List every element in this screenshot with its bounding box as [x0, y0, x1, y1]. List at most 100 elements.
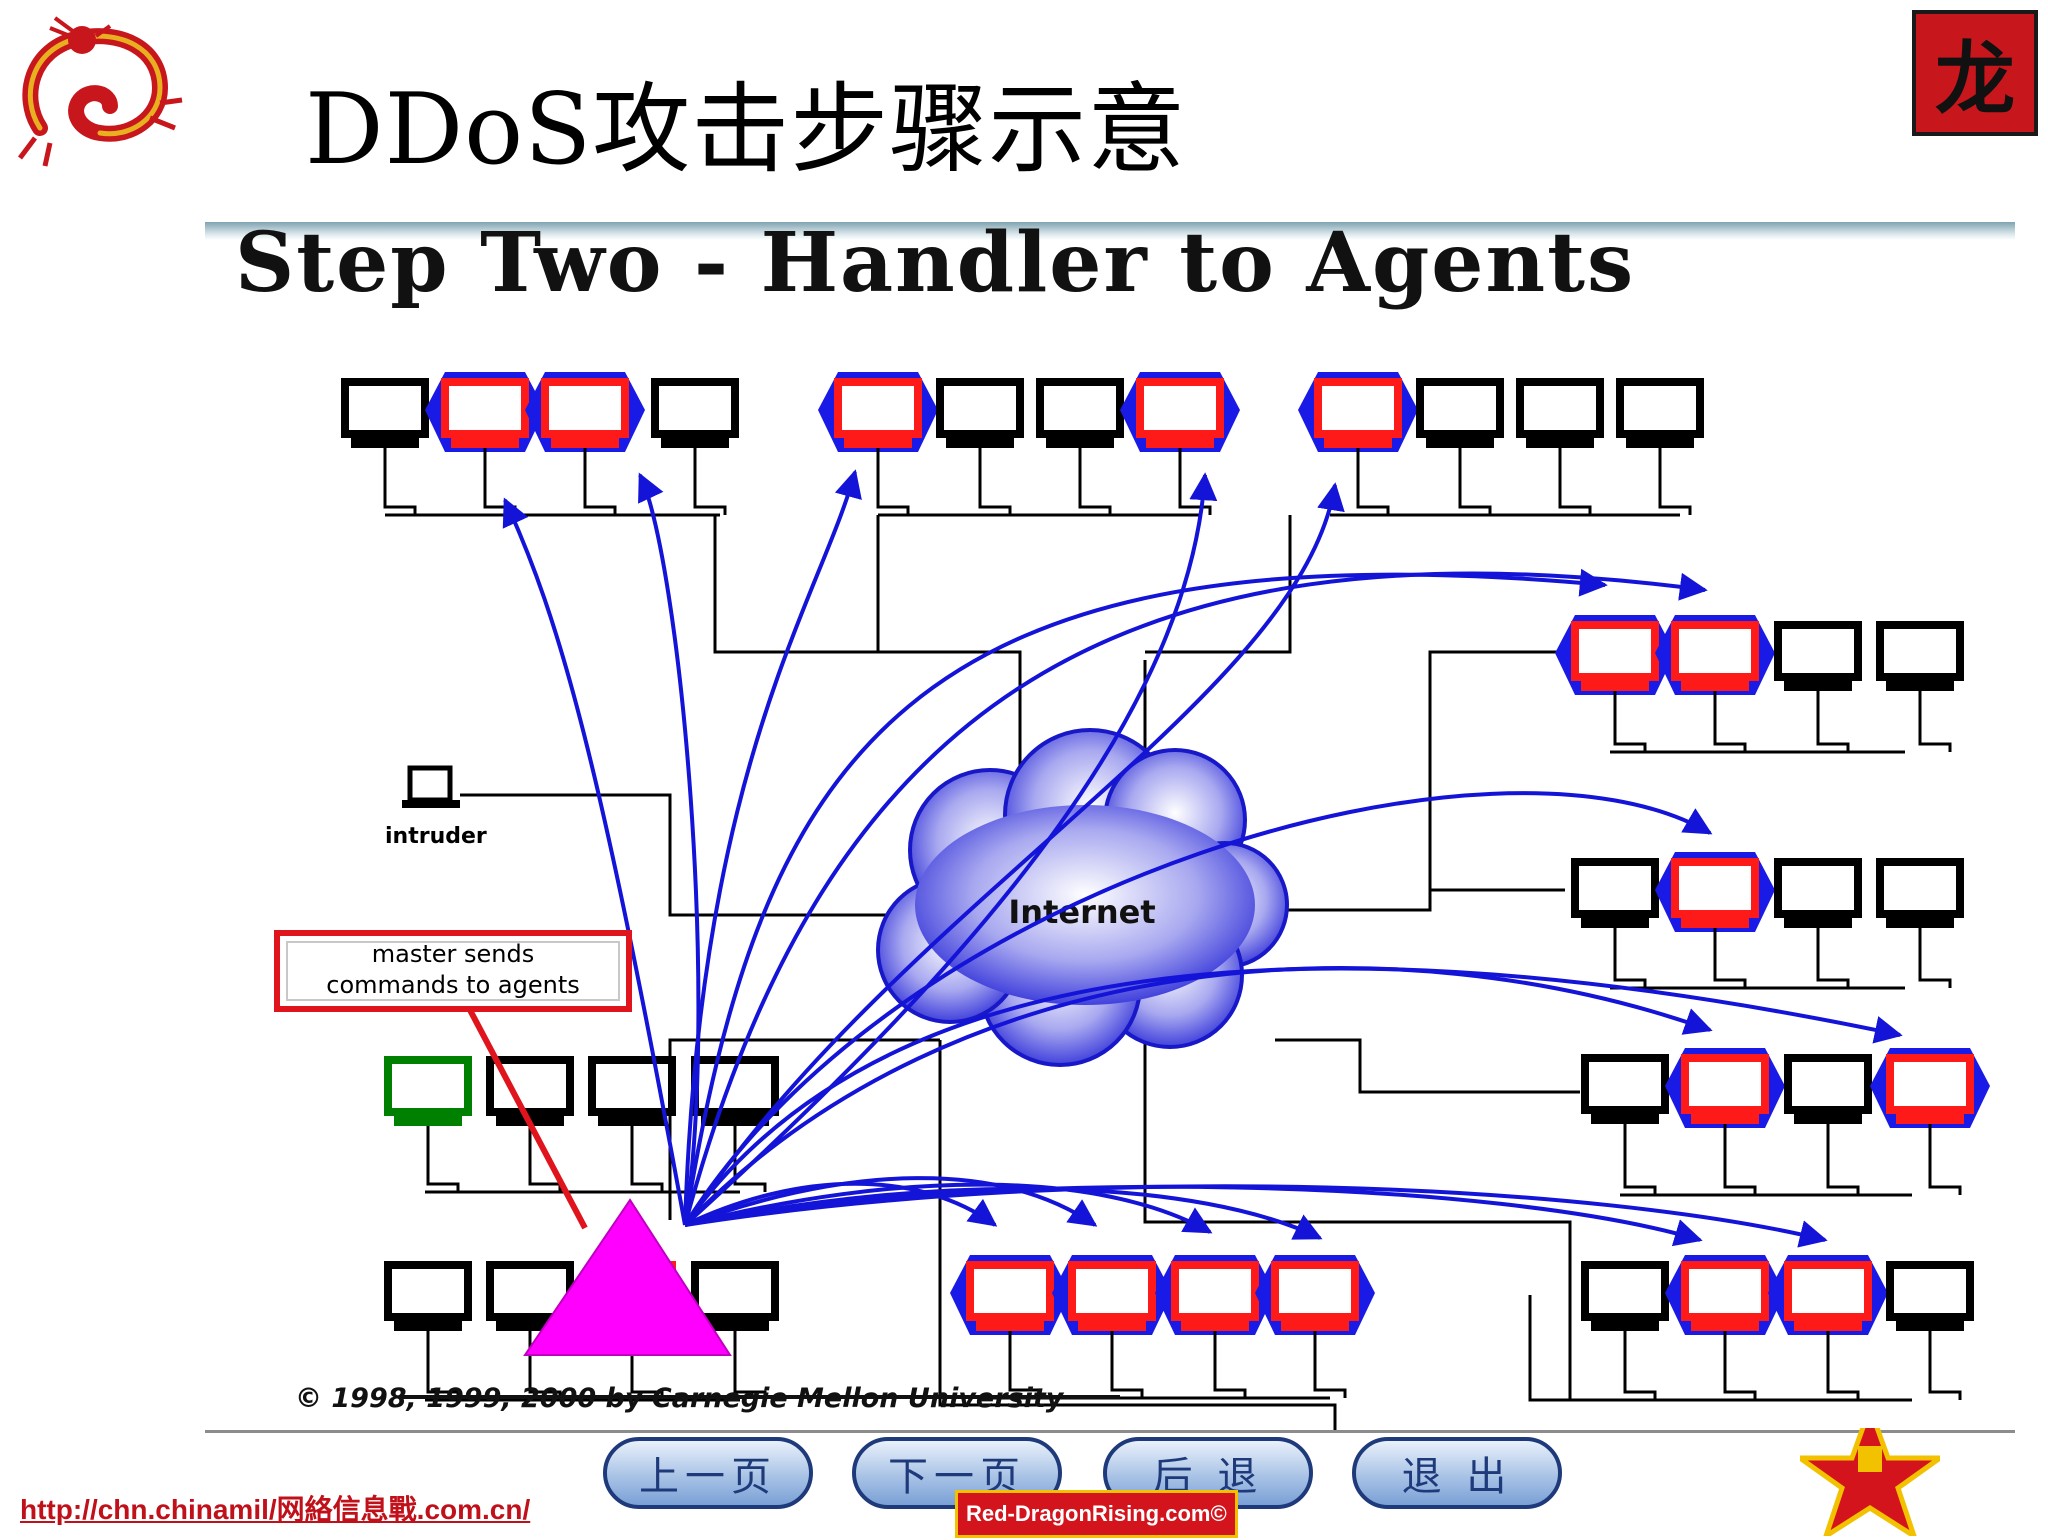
cloud-icon	[876, 728, 1289, 1067]
agent-computer	[1298, 372, 1418, 482]
command-arrow	[683, 571, 1708, 1226]
computer	[1571, 858, 1659, 962]
computer	[1416, 378, 1504, 482]
agent-computer	[1768, 1255, 1888, 1365]
agent-computer	[1120, 372, 1240, 482]
agent-computer	[425, 372, 545, 482]
callout-line-1: master sends	[372, 940, 534, 968]
computer-icon	[1876, 621, 1964, 691]
computer-icon	[384, 1261, 472, 1331]
computer-icon	[541, 378, 629, 448]
agent-computer	[1655, 852, 1775, 962]
agent-computer	[1665, 1255, 1785, 1365]
dragon-logo	[10, 8, 195, 173]
computer-icon	[384, 1056, 472, 1126]
master-handler-marker	[523, 1198, 732, 1356]
computers	[341, 372, 1990, 1365]
star-emblem-icon	[1792, 1400, 1948, 1540]
footer-url-link[interactable]: http://chn.chinamil/网絡信息戰.com.cn/	[20, 1494, 531, 1525]
dragon-logo-icon	[18, 16, 183, 167]
callout-line-2: commands to agents	[326, 971, 579, 999]
command-arrow	[683, 966, 1713, 1227]
computer-icon	[441, 378, 529, 448]
agent-computer	[1870, 1048, 1990, 1158]
command-arrow	[684, 1182, 1213, 1234]
computer-icon	[1681, 1261, 1769, 1331]
computer-icon	[1671, 858, 1759, 928]
computer	[384, 1261, 472, 1365]
computer	[1036, 378, 1124, 482]
computer	[1581, 1261, 1669, 1365]
computer	[588, 1056, 676, 1160]
agent-computer	[1665, 1048, 1785, 1158]
prev-page-button[interactable]: 上一页	[603, 1437, 813, 1509]
command-arrow	[683, 966, 1903, 1227]
command-arrow	[638, 472, 701, 1226]
agent-computer	[1052, 1255, 1172, 1365]
computer-icon	[1671, 621, 1759, 691]
callout-box	[274, 930, 632, 1012]
computer-icon	[651, 378, 739, 448]
computer-icon	[691, 1261, 779, 1331]
computer-icon	[341, 378, 429, 448]
computer	[1616, 378, 1704, 482]
handler-computer	[384, 1056, 472, 1160]
computer-icon	[1571, 858, 1659, 928]
command-arrow	[683, 472, 1218, 1227]
computer-icon	[1136, 378, 1224, 448]
computer	[1774, 621, 1862, 725]
computer-icon	[966, 1261, 1054, 1331]
command-arrow	[684, 1176, 1098, 1227]
computer	[1886, 1261, 1974, 1365]
star-emblem	[1792, 1400, 1948, 1540]
computer-icon	[1416, 378, 1504, 448]
computer-icon	[1886, 1054, 1974, 1124]
footer-badge: Red-DragonRising.com©	[955, 1490, 1238, 1538]
computer	[1876, 621, 1964, 725]
agent-computer	[818, 372, 938, 482]
computer	[1516, 378, 1604, 482]
computer	[691, 1261, 779, 1365]
command-arrow	[684, 1184, 1828, 1248]
computer-icon	[1068, 1261, 1156, 1331]
callout: master sends commands to agents	[274, 930, 632, 1230]
computer-icon	[1784, 1261, 1872, 1331]
intruder-laptop: intruder	[385, 765, 487, 849]
command-arrow	[502, 497, 687, 1226]
computer-icon	[1571, 621, 1659, 691]
computer	[1876, 858, 1964, 962]
computer-icon	[1876, 858, 1964, 928]
computer	[936, 378, 1024, 482]
internet-cloud: Internet	[876, 728, 1289, 1067]
computer	[1784, 1054, 1872, 1158]
agent-computer	[1255, 1255, 1375, 1365]
computer-icon	[936, 378, 1024, 448]
computer-icon	[834, 378, 922, 448]
command-arrows	[502, 469, 1903, 1248]
agent-computer	[950, 1255, 1070, 1365]
computer-icon	[1516, 378, 1604, 448]
laptop-icon	[402, 765, 460, 808]
computer-icon	[1171, 1261, 1259, 1331]
agent-computer	[1655, 615, 1775, 725]
computer-icon	[1681, 1054, 1769, 1124]
footer-rule	[205, 1430, 2015, 1433]
diagram-banner	[205, 222, 2015, 240]
computer-icon	[1581, 1054, 1669, 1124]
exit-button[interactable]: 退 出	[1352, 1437, 1562, 1509]
callout-pointer	[467, 1008, 588, 1230]
command-arrow	[683, 568, 1608, 1226]
command-arrow	[683, 469, 862, 1226]
agent-computer	[525, 372, 645, 482]
command-arrow	[683, 791, 1713, 1227]
computer-icon	[1581, 1261, 1669, 1331]
computer	[1581, 1054, 1669, 1158]
computer	[651, 378, 739, 482]
seal-glyph: 龙	[1935, 32, 2015, 126]
agent-computer	[1555, 615, 1675, 725]
computer-icon	[1314, 378, 1402, 448]
slide-title: DDoS攻击步骤示意	[305, 73, 1187, 187]
computer-icon	[1784, 1054, 1872, 1124]
agent-computer	[1155, 1255, 1275, 1365]
